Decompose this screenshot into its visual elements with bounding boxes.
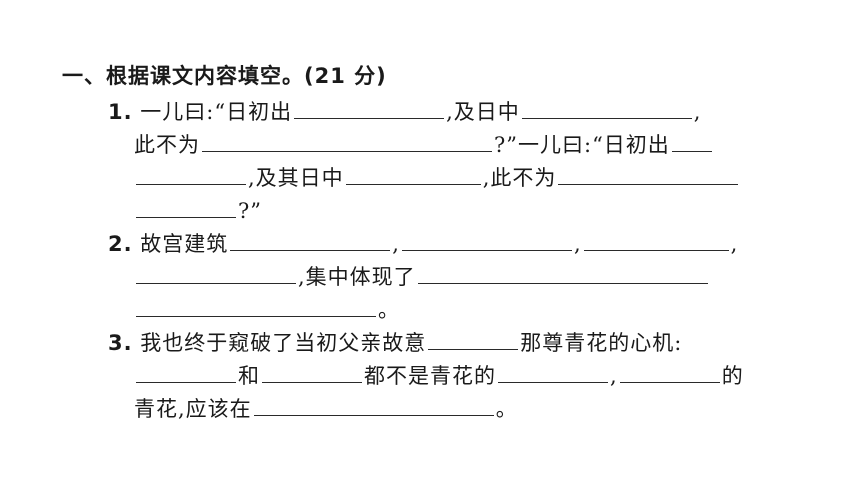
q3-text-4: 都不是青花的 (364, 364, 496, 388)
q3-text-3: 和 (238, 364, 260, 388)
fill-blank[interactable] (401, 230, 572, 251)
fill-blank[interactable] (136, 296, 376, 317)
q1-text-6: ,及其日中 (248, 166, 344, 190)
fill-blank[interactable] (253, 395, 494, 416)
fill-blank[interactable] (136, 263, 296, 284)
q3-text-8: 。 (495, 397, 518, 421)
fill-blank[interactable] (262, 362, 362, 383)
section-title: 一、根据课文内容填空。(21 分) (62, 62, 387, 90)
fill-blank[interactable] (345, 164, 481, 185)
q2-line-2: ,集中体现了 (134, 263, 710, 291)
q2-text-5: ,集中体现了 (298, 265, 416, 289)
fill-blank[interactable] (230, 230, 391, 251)
q1-text-1: 一儿曰:“日初出 (140, 100, 293, 124)
fill-blank[interactable] (294, 98, 445, 119)
q3-text-1: 我也终于窥破了当初父亲故意 (140, 331, 427, 355)
q3-text-2: 那尊青花的心机: (520, 331, 683, 355)
q2-text-4: , (730, 232, 739, 256)
q3-text-5: , (610, 364, 618, 388)
q1-text-5: ?”一儿曰:“日初出 (494, 133, 670, 157)
q1-text-2: ,及日中 (446, 100, 520, 124)
fill-blank[interactable] (521, 98, 692, 119)
q3-line-3: 青花,应该在 。 (134, 395, 518, 423)
q1-text-3: , (693, 100, 702, 124)
q3-number: 3. (108, 331, 133, 355)
fill-blank[interactable] (202, 131, 492, 152)
fill-blank[interactable] (136, 197, 236, 218)
q2-line-3: 。 (134, 296, 400, 324)
q1-text-8: ?” (238, 199, 262, 223)
fill-blank[interactable] (498, 362, 608, 383)
q2-text-3: , (573, 232, 582, 256)
fill-blank[interactable] (671, 131, 712, 152)
q1-text-7: ,此不为 (482, 166, 557, 190)
q1-line-3: ,及其日中 ,此不为 (134, 164, 740, 192)
q1-text-4: 此不为 (134, 133, 200, 157)
q2-text-2: , (392, 232, 400, 256)
fill-blank[interactable] (136, 164, 246, 185)
q3-line-2: 和 都不是青花的, 的 (134, 362, 744, 390)
q1-number: 1. (108, 100, 133, 124)
fill-blank[interactable] (558, 164, 739, 185)
q2-text-1: 故宫建筑 (140, 232, 229, 256)
fill-blank[interactable] (583, 230, 729, 251)
q3-line-1: 3. 我也终于窥破了当初父亲故意 那尊青花的心机: (108, 329, 682, 357)
q2-number: 2. (108, 232, 133, 256)
q3-text-6: 的 (721, 364, 744, 388)
fill-blank[interactable] (619, 362, 720, 383)
section-title-text: 一、根据课文内容填空。(21 分) (62, 64, 387, 88)
fill-blank[interactable] (417, 263, 708, 284)
q3-text-7: 青花,应该在 (134, 397, 252, 421)
q1-line-2: 此不为 ?”一儿曰:“日初出 (134, 131, 714, 159)
q1-line-4: ?” (134, 197, 262, 225)
fill-blank[interactable] (136, 362, 236, 383)
q1-line-1: 1. 一儿曰:“日初出 ,及日中, (108, 98, 701, 126)
q2-text-6: 。 (378, 298, 400, 322)
fill-blank[interactable] (428, 329, 519, 350)
q2-line-1: 2. 故宫建筑,,, (108, 230, 738, 258)
